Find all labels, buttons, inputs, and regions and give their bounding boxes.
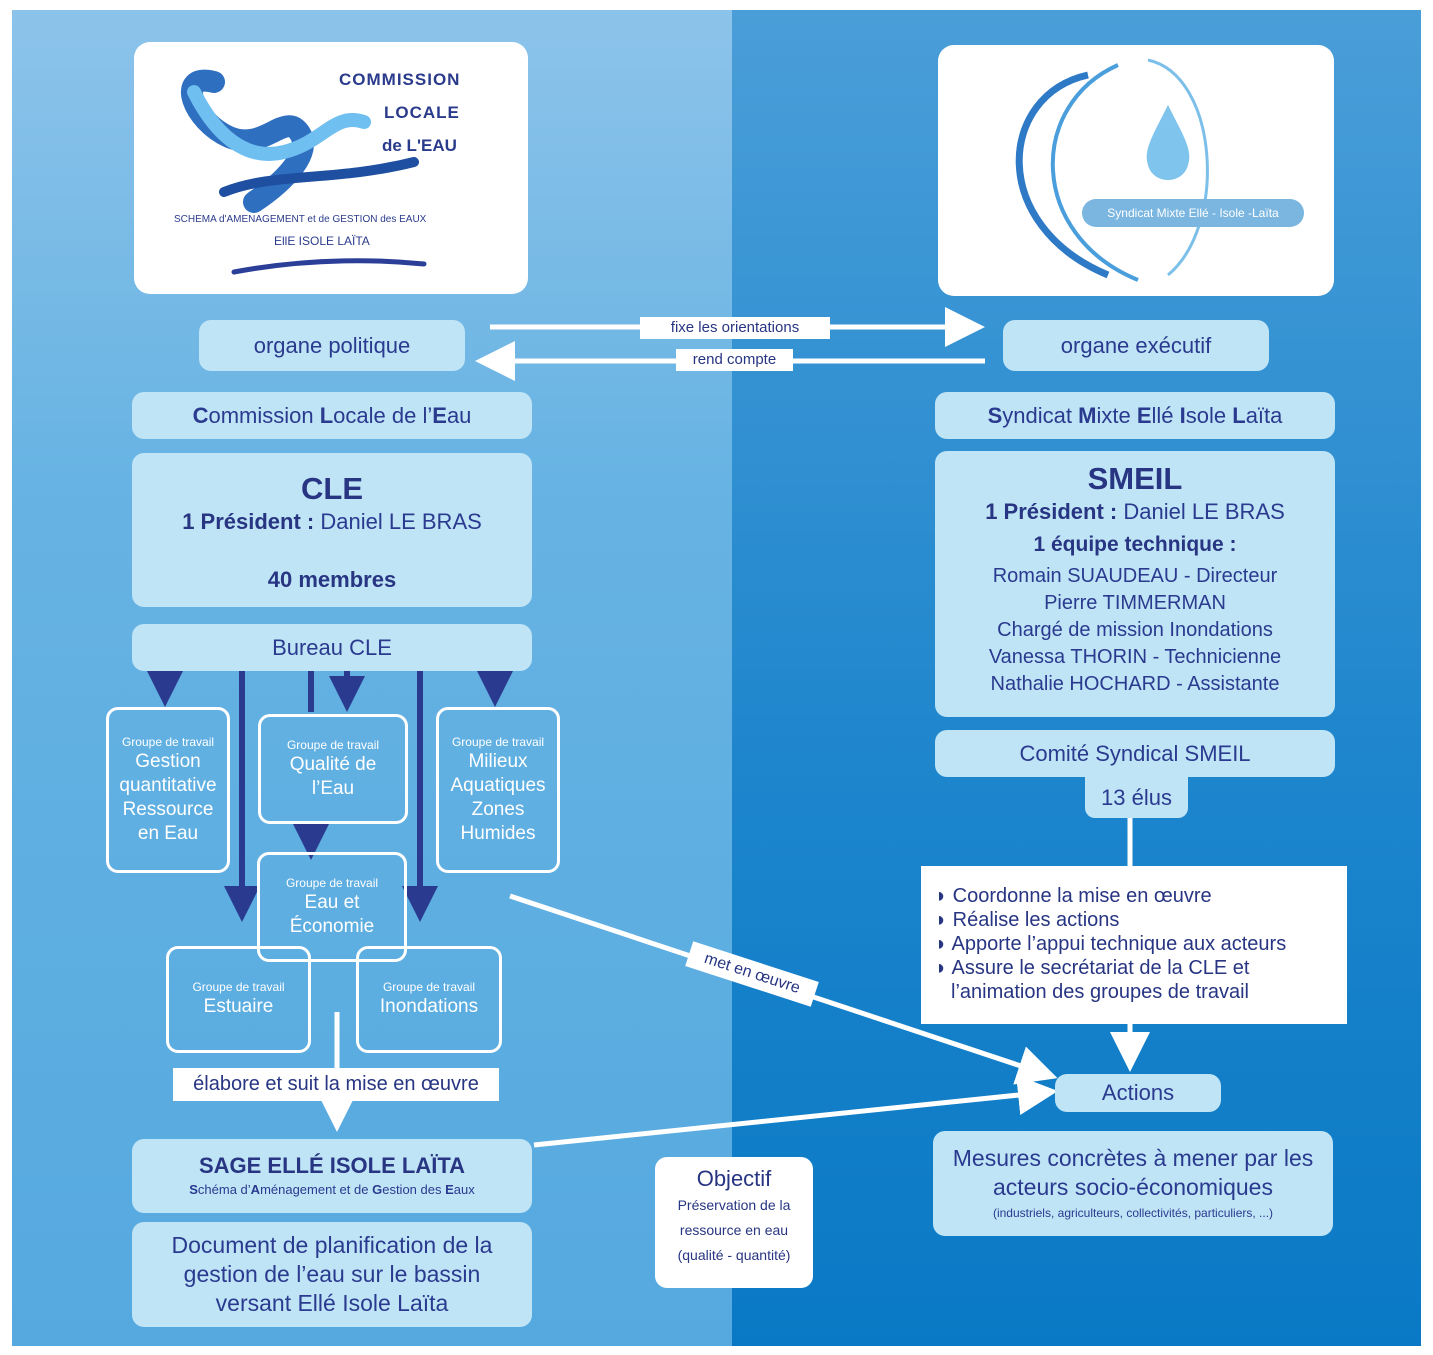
water-swirl-icon [181,69,427,275]
group-qualite: Groupe de travail Qualité de l’Eau [258,714,408,824]
sage-subtitle: Schéma d’Aménagement et de Gestion des E… [189,1182,475,1197]
mesures-sub: (industriels, agriculteurs, collectivité… [992,1205,1274,1220]
objectif-text: Préservation de la ressource en eau (qua… [677,1197,791,1263]
logo-line-locale: LOCALE [384,103,460,122]
group-milieux: Groupe de travail Milieux Aquatiques Zon… [436,707,560,873]
sage-box: SAGE ELLÉ ISOLE LAÏTA Schéma d’Aménageme… [132,1139,532,1213]
objectif-title: Objectif [696,1166,772,1191]
organe-executif: organe exécutif [1003,320,1269,371]
equipe-2: Pierre TIMMERMAN [1044,592,1226,614]
organe-politique: organe politique [199,320,465,371]
arrow-label-rend: rend compte [676,349,793,371]
smeil-full-name: Syndicat Mixte Ellé Isole Laïta [935,392,1335,439]
group-gestion: Groupe de travail Gestion quantitative R… [106,707,230,873]
cle-president: 1 Président : Daniel LE BRAS [182,509,482,534]
cle-members: 40 membres [267,567,397,592]
cle-title: CLE [301,471,363,506]
elabore-label: élabore et suit la mise en œuvre [173,1068,499,1101]
tasks-box: ◗ Coordonne la mise en œuvre ◗ Réalise l… [921,866,1347,1024]
task-item: ◗ Coordonne la mise en œuvre [935,885,1212,907]
smeil-president: 1 Président : Daniel LE BRAS [985,499,1285,524]
objectif-box: Objectif Préservation de la ressource en… [655,1157,813,1288]
logo-line-ellé: EllE ISOLE LAÏTA [274,234,370,248]
group-estuaire: Groupe de travail Estuaire [166,946,311,1053]
bureau-cle: Bureau CLE [132,624,532,671]
logo-line-eau: de L'EAU [382,136,457,155]
smeil-logo: Syndicat Mixte Ellé - Isole -Laïta [938,45,1334,296]
bullet-icon: ◗ [935,933,952,955]
smeil-box: SMEIL 1 Président : Daniel LE BRAS 1 équ… [935,451,1335,717]
actions-box: Actions [1055,1074,1221,1112]
logo-line-schema: SCHEMA d'AMENAGEMENT et de GESTION des E… [174,214,427,225]
comite-syndical: Comité Syndical SMEIL [935,730,1335,777]
water-drop-icon [1015,58,1209,282]
task-item-cont: l’animation des groupes de travail [951,981,1249,1003]
elus-count: 13 élus [1085,777,1188,818]
bullet-icon: ◗ [935,957,952,979]
mesures-text: Mesures concrètes à mener par les acteur… [952,1144,1314,1200]
smeil-equipe-label: 1 équipe technique : [1033,533,1237,556]
group-inondations: Groupe de travail Inondations [356,946,502,1053]
equipe-1: Romain SUAUDEAU - Directeur [992,565,1278,587]
equipe-5: Nathalie HOCHARD - Assistante [990,673,1280,695]
task-item: ◗ Réalise les actions [935,909,1120,931]
cle-full-name: Commission Locale de l’Eau [132,392,532,439]
bullet-icon: ◗ [935,909,953,931]
task-item: ◗ Assure le secrétariat de la CLE et [935,957,1250,979]
cle-box: CLE 1 Président : Daniel LE BRAS 40 memb… [132,453,532,607]
equipe-3: Chargé de mission Inondations [997,619,1273,641]
arrow-label-fixe: fixe les orientations [640,317,830,339]
sage-title: SAGE ELLÉ ISOLE LAÏTA [198,1153,466,1178]
mesures-box: Mesures concrètes à mener par les acteur… [933,1131,1333,1236]
logo-line-commission: COMMISSION [339,70,461,89]
bullet-icon: ◗ [935,885,953,907]
equipe-4: Vanessa THORIN - Technicienne [988,646,1282,668]
document-box: Document de planification de la gestion … [132,1222,532,1327]
smeil-title: SMEIL [1087,461,1183,496]
smeil-logo-text: Syndicat Mixte Ellé - Isole -Laïta [1082,199,1304,227]
task-item: ◗ Apporte l’appui technique aux acteurs [935,933,1287,955]
cle-logo: COMMISSION LOCALE de L'EAU SCHEMA d'AMEN… [134,42,528,294]
group-economie: Groupe de travail Eau et Économie [257,852,407,962]
